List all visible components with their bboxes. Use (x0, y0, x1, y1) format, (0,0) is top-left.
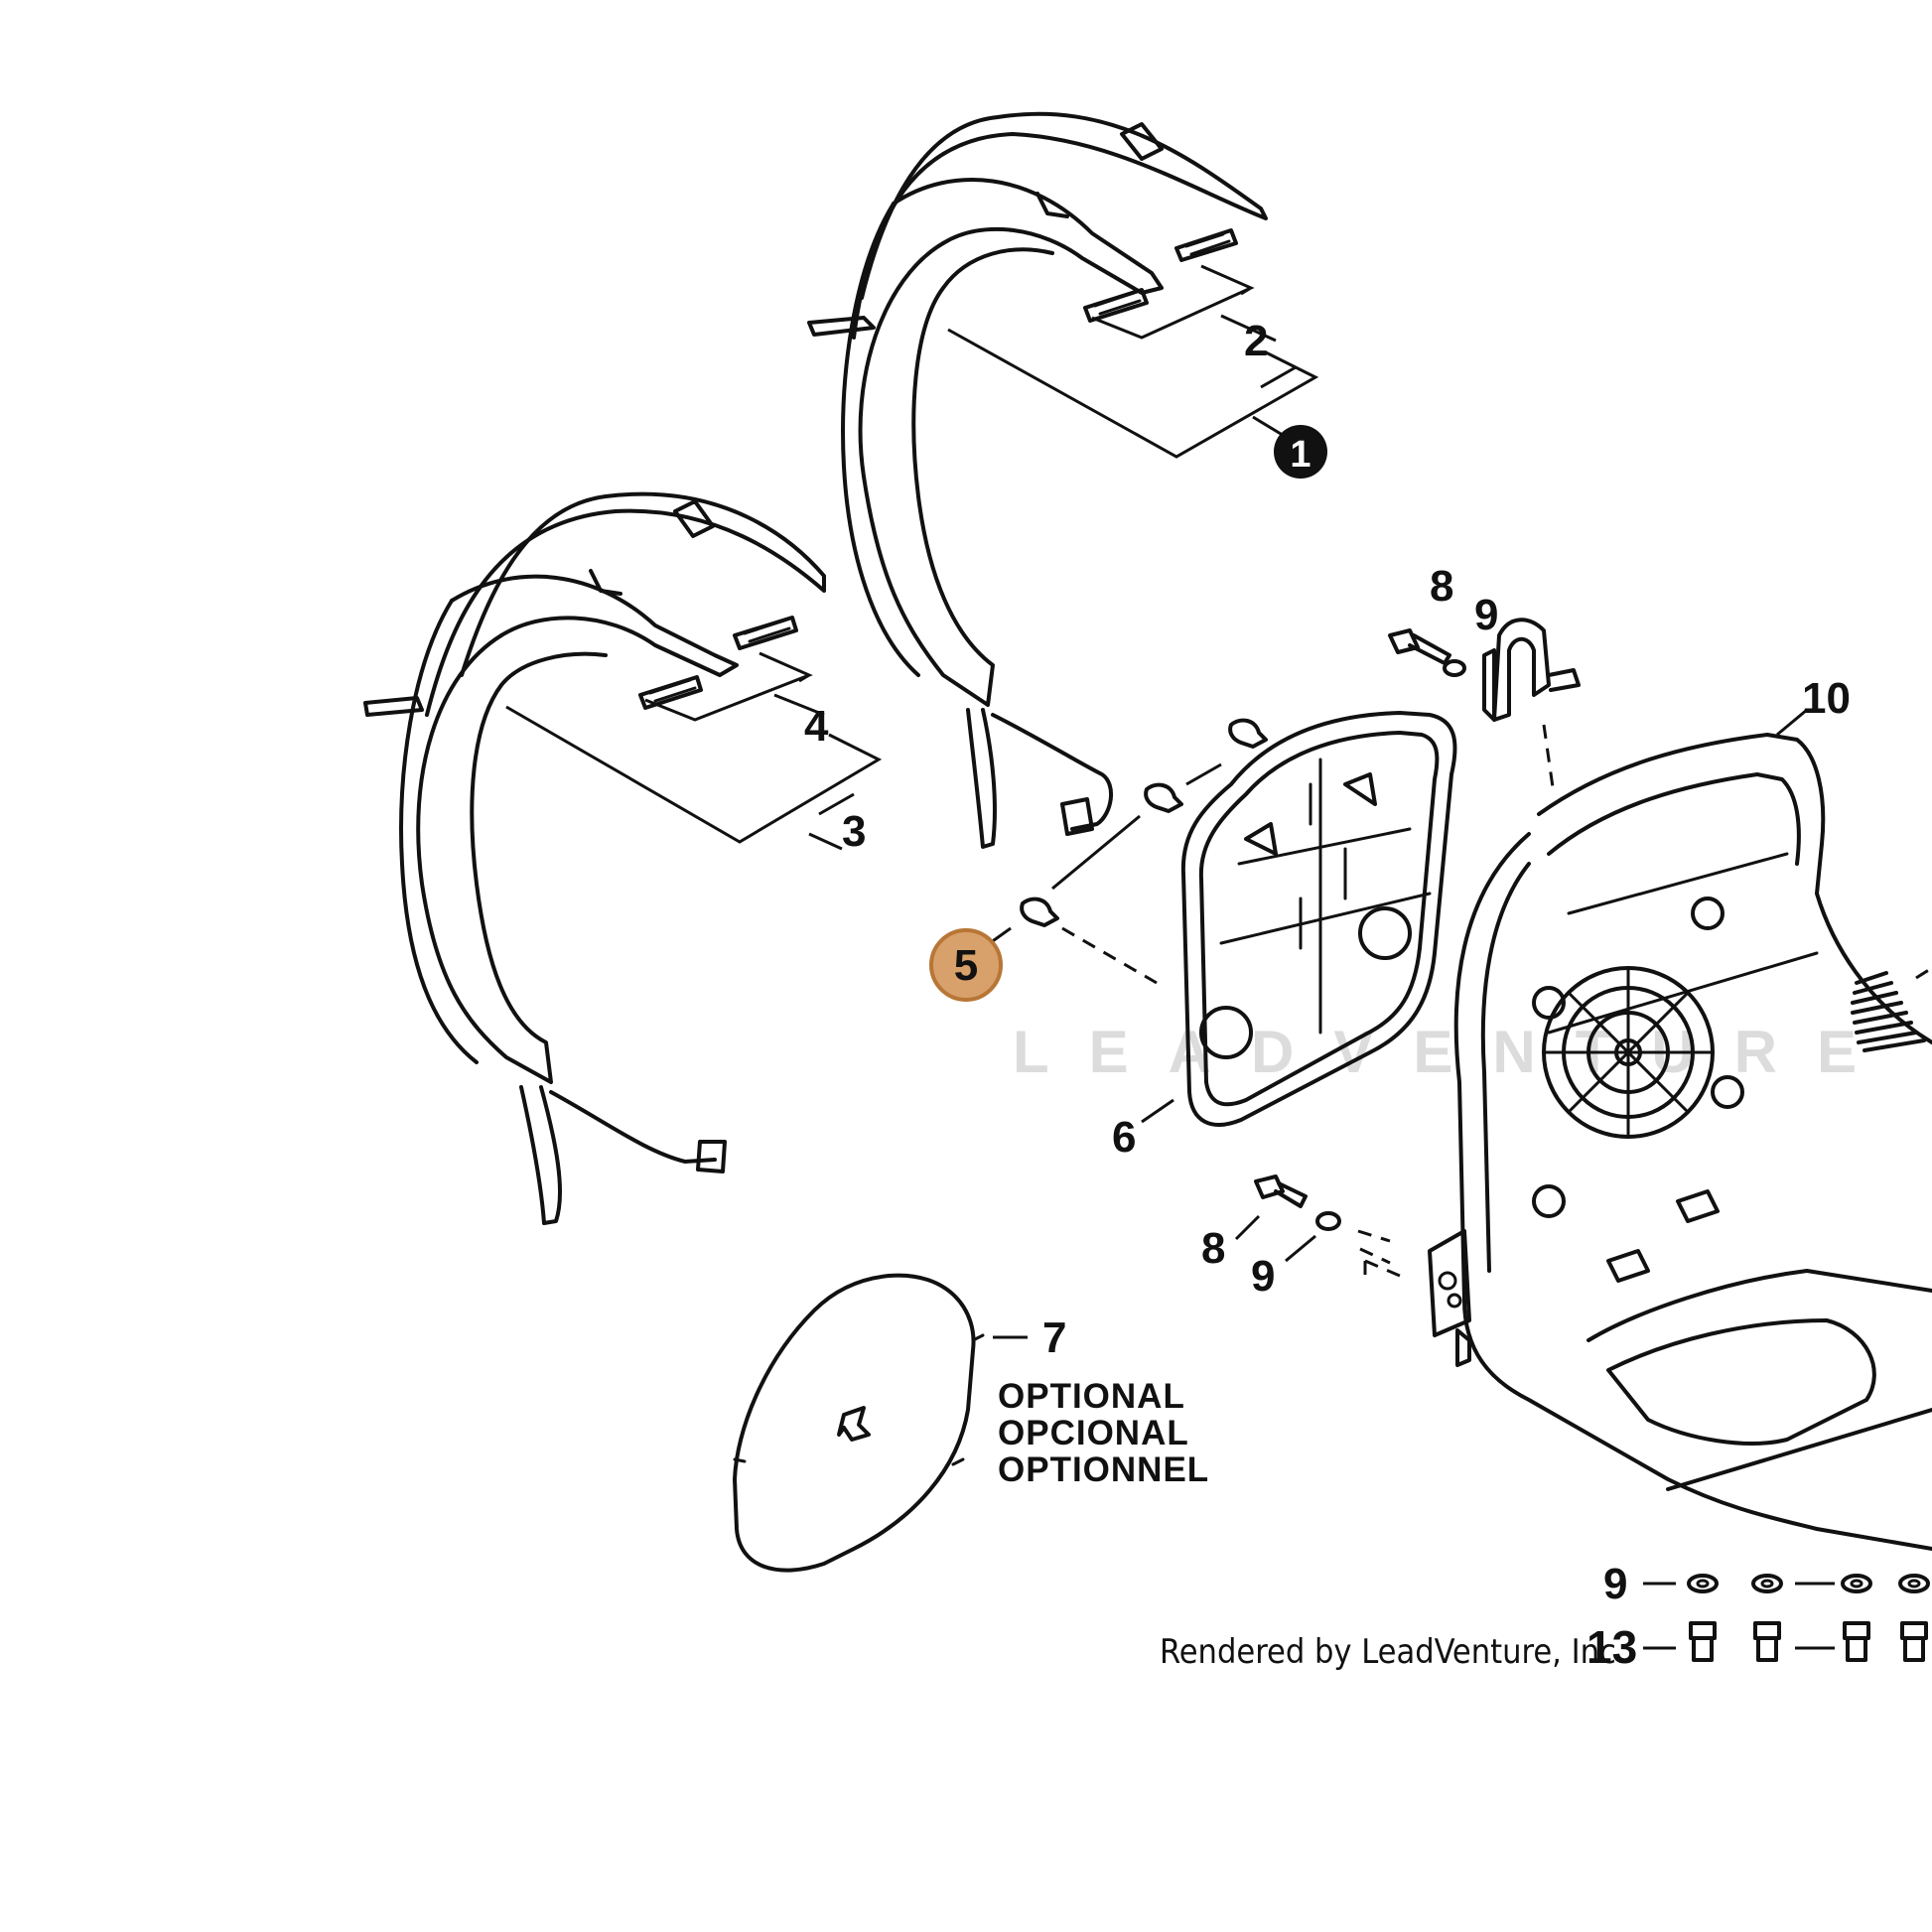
screw-row[interactable]: 13 (1587, 1621, 1928, 1673)
callout-6[interactable]: 6 (1112, 1113, 1136, 1162)
optional-plate[interactable] (733, 1273, 985, 1573)
callout-8-upper[interactable]: 8 (1430, 562, 1453, 611)
callout-9-row[interactable]: 9 (1603, 1560, 1627, 1608)
callout-9-lower-group: 9 (1251, 1234, 1316, 1301)
callout-4[interactable]: 4 (804, 702, 829, 751)
callout-2[interactable]: 2 (1244, 317, 1268, 365)
upper-screw-washer-bracket[interactable] (1388, 618, 1581, 795)
callout-5-highlight (929, 928, 1003, 1002)
callout-1-group: 1 (947, 328, 1327, 479)
spring[interactable] (1851, 966, 1932, 1052)
optional-label-es: OPCIONAL (998, 1414, 1189, 1452)
callout-1[interactable]: 1 (1290, 434, 1311, 476)
callout-1-disc (1274, 425, 1327, 479)
callout-2-group: 2 (1091, 264, 1277, 365)
callout-5-group: 5 (929, 926, 1012, 1002)
callout-13[interactable]: 13 (1587, 1621, 1637, 1673)
lower-screw-washer[interactable] (1254, 1174, 1401, 1281)
credit-text: Rendered by LeadVenture, Inc. (1160, 1632, 1626, 1672)
optional-label-fr: OPTIONNEL (998, 1450, 1209, 1489)
callout-3-group: 3 (505, 705, 883, 856)
callout-5[interactable]: 5 (954, 941, 978, 990)
callout-6-group: 6 (1112, 1098, 1174, 1162)
callout-9-upper[interactable]: 9 (1474, 591, 1498, 639)
callout-10-group: 10 (1776, 674, 1851, 737)
blower-housing[interactable] (1428, 733, 1932, 1551)
callout-7-group: 7 (993, 1313, 1066, 1362)
optional-label-en: OPTIONAL (998, 1377, 1185, 1416)
upper-shoulder-strap[interactable] (807, 111, 1268, 849)
back-pad[interactable] (1180, 711, 1457, 1127)
callout-9-upper-group: 9 (1474, 591, 1498, 639)
callout-7[interactable]: 7 (1042, 1313, 1066, 1362)
watermark-text: LEADVENTURE (1013, 1019, 1896, 1085)
callout-9-lower[interactable]: 9 (1251, 1252, 1275, 1301)
callout-8-lower[interactable]: 8 (1201, 1224, 1225, 1273)
callout-3[interactable]: 3 (842, 807, 866, 856)
callout-10[interactable]: 10 (1802, 674, 1851, 723)
lower-shoulder-strap[interactable] (363, 491, 826, 1225)
callout-8-upper-group: 8 (1430, 562, 1453, 611)
plug-fasteners[interactable] (1020, 718, 1268, 985)
washer-row[interactable]: 9 (1603, 1560, 1930, 1608)
optional-label: OPTIONAL OPCIONAL OPTIONNEL (998, 1377, 1209, 1489)
callout-8-lower-group: 8 (1201, 1214, 1261, 1273)
callout-4-group: 4 (644, 651, 829, 751)
